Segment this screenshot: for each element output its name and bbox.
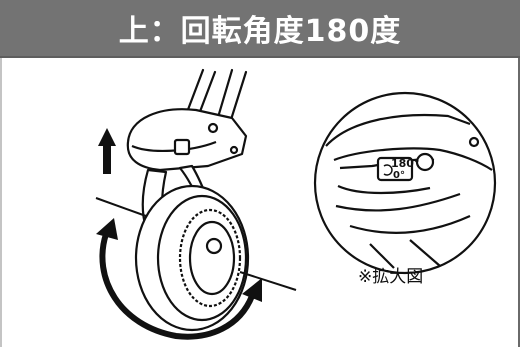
angle-indicator-icon [383, 164, 393, 176]
arrowhead-right-icon [242, 278, 262, 302]
caster-wheel-illustration: 180° 0° [0, 58, 497, 347]
axis-lines [95, 197, 297, 291]
zoom-circle [313, 91, 497, 275]
up-arrow-icon [98, 128, 116, 174]
rotation-arrow-icon [99, 231, 255, 340]
page-title: 上：回転角度180度 [118, 14, 402, 49]
angle-label-0: 0° [393, 170, 405, 181]
zoom-caption: ※拡大図 [358, 267, 424, 287]
caster-housing [126, 108, 248, 172]
wheel [134, 184, 250, 332]
angle-label-180: 180° [391, 157, 419, 170]
panel-border [518, 58, 520, 347]
header-bar: 上：回転角度180度 [0, 0, 520, 58]
arrowhead-up-icon [96, 218, 118, 240]
